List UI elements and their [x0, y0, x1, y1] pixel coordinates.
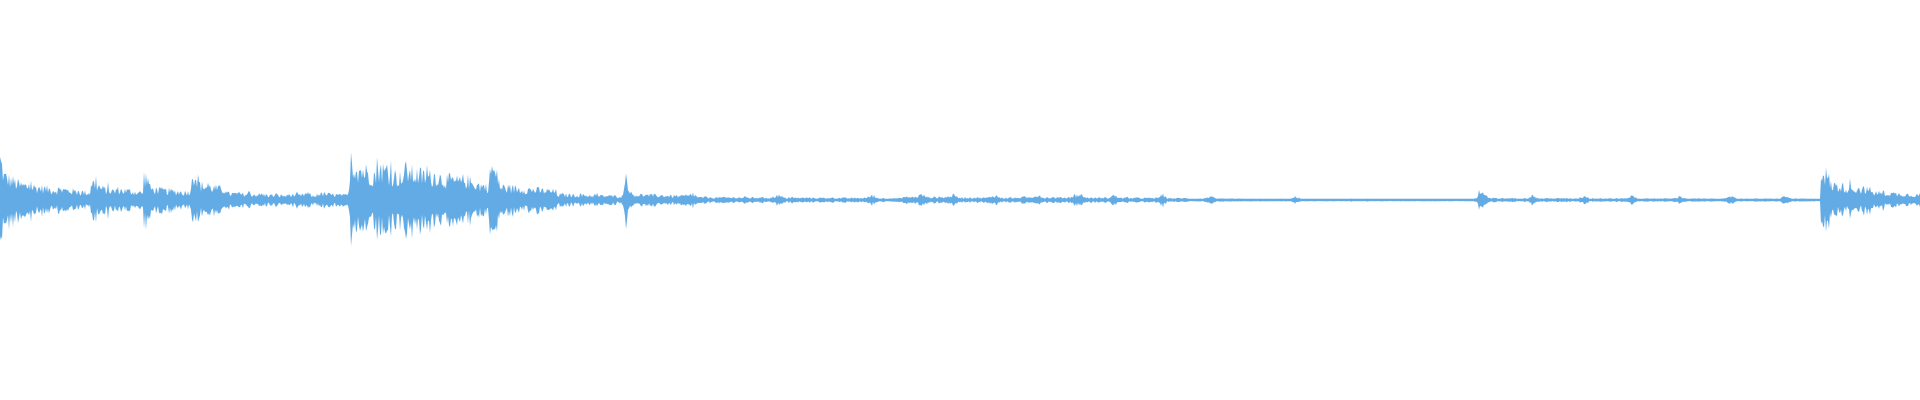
waveform-centerline [0, 199, 1920, 201]
